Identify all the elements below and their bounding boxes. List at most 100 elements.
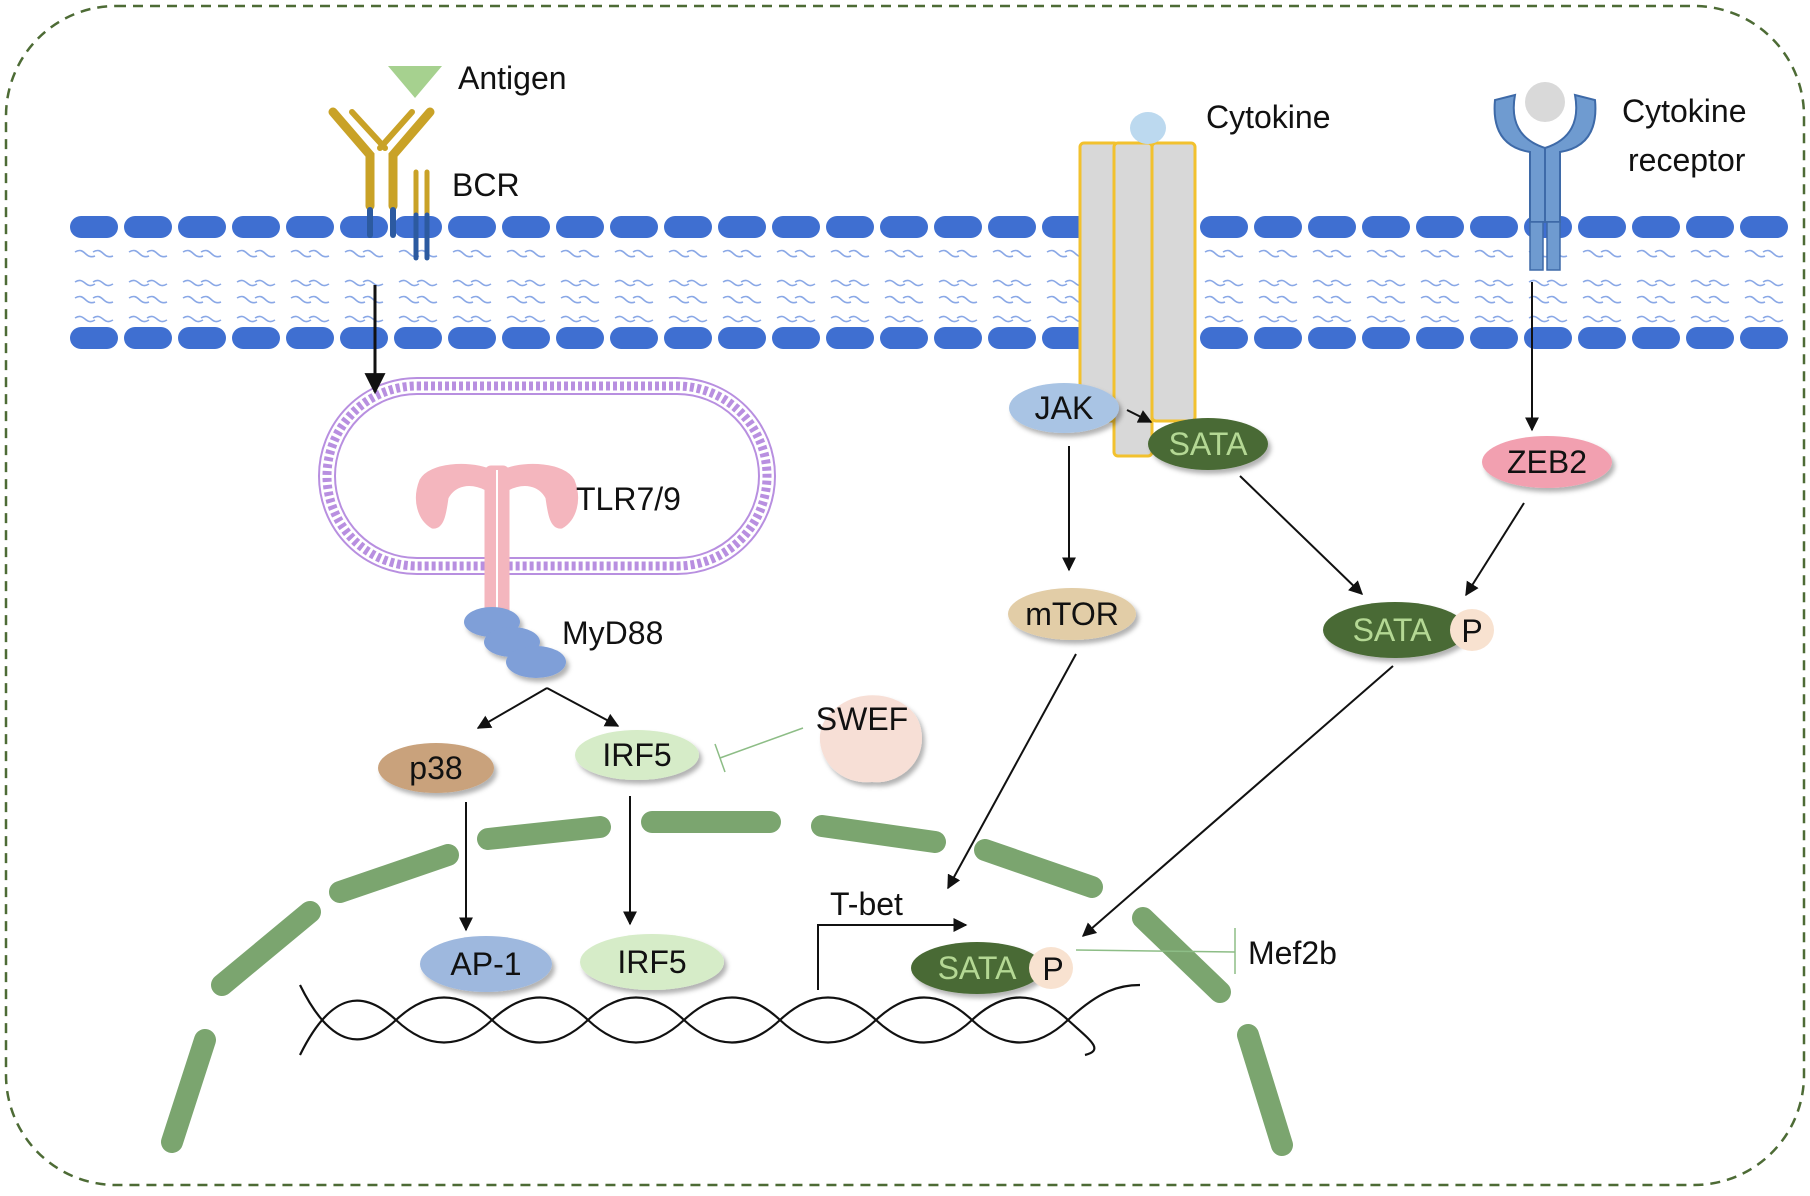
jak-label: JAK: [1035, 390, 1094, 426]
lipid-head: [70, 216, 118, 238]
lipid-tail: [578, 295, 600, 323]
lipid-tail: [290, 295, 312, 323]
lipid-tail: [1744, 295, 1766, 323]
lipid-head: [556, 216, 604, 238]
nucleus-segment: [211, 901, 321, 996]
lipid-tail: [1010, 249, 1032, 287]
cytokine-ball: [1130, 112, 1166, 144]
lipid-head: [1740, 216, 1788, 238]
lipid-head: [1042, 327, 1090, 349]
lipid-head: [1578, 216, 1626, 238]
lipid-head: [772, 327, 820, 349]
antigen-triangle: [388, 66, 442, 98]
lipid-tail: [938, 295, 960, 323]
lipid-tail: [452, 295, 474, 323]
lipid-tail: [1708, 295, 1730, 323]
lipid-tail: [1582, 249, 1604, 287]
lipid-head: [448, 327, 496, 349]
lipid-head: [556, 327, 604, 349]
lipid-tail: [1276, 295, 1298, 323]
lipid-tail: [146, 249, 168, 287]
nucleus-segment: [477, 816, 611, 850]
lipid-tail: [848, 295, 870, 323]
mef2b-label: Mef2b: [1248, 935, 1337, 971]
lipid-head: [880, 216, 928, 238]
lipid-tail: [794, 249, 816, 287]
lipid-tail: [1222, 295, 1244, 323]
lipid-tail: [668, 249, 690, 287]
irf5-nuc-node: IRF5: [580, 934, 724, 990]
lipid-tail: [776, 249, 798, 287]
lipid-tail: [722, 295, 744, 323]
lipid-head: [1470, 327, 1518, 349]
lipid-head: [1042, 216, 1090, 238]
lipid-head: [1362, 216, 1410, 238]
lipid-tail: [452, 249, 474, 287]
nucleus-segment: [811, 815, 946, 853]
lipid-tail: [1204, 249, 1226, 287]
lipid-tail: [992, 249, 1014, 287]
sata-p-cyto-label: SATA: [1353, 612, 1432, 648]
lipid-head: [124, 216, 172, 238]
cell-membrane: [70, 216, 1788, 349]
cell-border: [4, 4, 1806, 1187]
lipid-head: [934, 327, 982, 349]
lipid-tail: [398, 295, 420, 323]
lipid-tail: [632, 249, 654, 287]
lipid-tail: [1384, 295, 1406, 323]
lipid-tail: [1744, 249, 1766, 287]
lipid-head: [1308, 327, 1356, 349]
mtor-node: mTOR: [1008, 588, 1136, 640]
lipid-tail: [1600, 295, 1622, 323]
lipid-tail: [668, 295, 690, 323]
lipid-tail: [848, 249, 870, 287]
lipid-head: [880, 327, 928, 349]
lipid-tail: [1276, 249, 1298, 287]
lipid-tail: [956, 249, 978, 287]
lipid-tail: [1258, 295, 1280, 323]
endosome: [318, 377, 776, 575]
lipid-head: [1362, 327, 1410, 349]
myd88-complex: [464, 607, 566, 678]
swef-shape: [819, 695, 922, 783]
sata-membrane-node: SATA: [1148, 418, 1268, 470]
lipid-tail: [1046, 295, 1068, 323]
lipid-head: [718, 327, 766, 349]
cytokine-receptor-label-line1: Cytokine: [1622, 93, 1747, 129]
lipid-tail: [1762, 249, 1784, 287]
nucleus-segment: [1132, 907, 1231, 1003]
lipid-head: [70, 327, 118, 349]
lipid-tail: [1636, 295, 1658, 323]
lipid-tail: [470, 295, 492, 323]
lipid-tail: [1492, 249, 1514, 287]
lipid-head: [1740, 327, 1788, 349]
lipid-head: [1416, 327, 1464, 349]
lipid-tail: [128, 295, 150, 323]
lipid-tail: [1690, 295, 1712, 323]
lipid-tail: [362, 295, 384, 323]
lipid-head: [394, 327, 442, 349]
irf5-cyto-node: IRF5: [575, 730, 699, 780]
lipid-tail: [146, 295, 168, 323]
lipid-tail: [614, 249, 636, 287]
lipid-tail: [308, 249, 330, 287]
lipid-tail: [830, 249, 852, 287]
lipid-tail: [182, 295, 204, 323]
lipid-head: [1686, 216, 1734, 238]
lipid-tail: [524, 249, 546, 287]
lipid-head: [178, 327, 226, 349]
bcr-receptor: [328, 107, 435, 261]
nuclear-envelope: [161, 811, 1293, 1156]
lipid-tail: [686, 249, 708, 287]
lipid-tail: [74, 295, 96, 323]
lipid-tail: [560, 295, 582, 323]
lipid-tail: [1654, 249, 1676, 287]
lipid-head: [1254, 216, 1302, 238]
ap1-node: AP-1: [420, 936, 552, 992]
lipid-tail: [506, 249, 528, 287]
lipid-tail: [1762, 295, 1784, 323]
lipid-tail: [1492, 295, 1514, 323]
lipid-head: [988, 327, 1036, 349]
lipid-tail: [776, 295, 798, 323]
